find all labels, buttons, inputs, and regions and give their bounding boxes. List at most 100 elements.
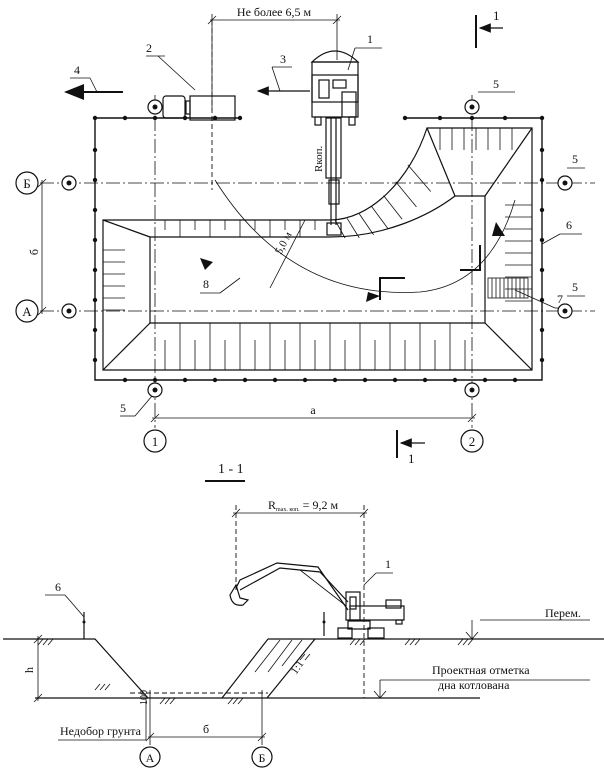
benchmark-marker: [61, 303, 77, 319]
axis-a-label: А: [22, 304, 32, 319]
section-corner: [379, 277, 405, 300]
fence-post: [539, 147, 545, 153]
dimension-max-reach: Rmax. коп.= 9,2 м: [231, 498, 369, 698]
excavator-plan: Rкоп.: [310, 50, 360, 236]
callout-5: 5: [493, 77, 499, 91]
radius-5m-label: 5,0 м: [273, 230, 295, 256]
design-level-label-2: дна котлована: [438, 678, 510, 692]
fence-post: [92, 177, 98, 183]
axis-bubble-a-section: А: [139, 746, 161, 768]
callout-6: 6: [566, 218, 572, 232]
callout-5: 5: [120, 401, 126, 415]
fence-post: [122, 115, 128, 121]
fence-post: [152, 115, 158, 121]
dimension-length-a: а: [150, 403, 477, 423]
undercut-depth-label: 100: [139, 690, 150, 705]
width-label: б: [203, 722, 209, 736]
section-title: 1 - 1: [218, 462, 244, 477]
axis-b-label: Б: [259, 751, 266, 765]
dimension-width-b-section: б: [145, 690, 267, 745]
section-mark-bottom: 1: [396, 430, 425, 466]
benchmark-marker: [557, 175, 573, 191]
axis-1-label: 1: [152, 434, 159, 449]
section-view: 1 - 1 Rmax. коп.= 9,2 м: [3, 462, 604, 768]
fence-post: [392, 377, 398, 383]
fence-post: [92, 237, 98, 243]
fence-post: [539, 115, 545, 121]
direction-arrow: [366, 292, 380, 302]
fence-post: [322, 612, 326, 636]
dimension-max-distance: Не более 6,5 м: [207, 5, 342, 190]
fence-post: [212, 377, 218, 383]
fence-post: [452, 377, 458, 383]
callout-5: 5: [572, 280, 578, 294]
level-existing: Перем.: [465, 606, 590, 640]
axis-bubble-1: 1: [143, 429, 167, 453]
axis-bubble-b-section: Б: [251, 746, 273, 768]
direction-arrow: [200, 258, 213, 270]
callout-3: 3: [280, 52, 286, 66]
callout-4: 4: [74, 63, 80, 77]
benchmark-marker: [464, 382, 480, 398]
callout-6-section: 6: [55, 580, 61, 594]
section-mark-label: 1: [408, 451, 415, 466]
benchmark-marker: [557, 303, 573, 319]
callout-1: 1: [367, 32, 373, 46]
geodetic-markers: [61, 99, 573, 398]
benchmark-marker: [147, 99, 163, 115]
fence-post: [539, 237, 545, 243]
fence: [92, 115, 545, 383]
fence-post: [539, 267, 545, 273]
fence-post: [332, 377, 338, 383]
fence-post: [362, 377, 368, 383]
fence-post: [92, 297, 98, 303]
fence-post: [92, 207, 98, 213]
callouts: 4 2 3 1 5 5 5 5 6 7 8: [70, 32, 585, 417]
plan-view: Не более 6,5 м 1: [15, 5, 595, 466]
fence-post: [272, 377, 278, 383]
depth-label: h: [22, 667, 36, 673]
fence-post: [539, 357, 545, 363]
direction-arrow: [492, 222, 505, 236]
digging-arc: [214, 179, 516, 293]
fence-post: [237, 115, 243, 121]
callout-5: 5: [572, 152, 578, 166]
fence-post: [92, 327, 98, 333]
axis-b-label: Б: [23, 176, 30, 191]
fence-post: [182, 377, 188, 383]
dimension-depth-h: h: [22, 634, 43, 703]
fence-post: [482, 377, 488, 383]
callout-2: 2: [146, 41, 152, 55]
axis-a-label: А: [146, 751, 155, 765]
axis-2-label: 2: [469, 434, 476, 449]
max-reach-label: Rmax. коп.= 9,2 м: [268, 498, 338, 513]
section-corner: [460, 245, 481, 271]
design-level-label-1: Проектная отметка: [432, 663, 530, 677]
fence-post: [152, 377, 158, 383]
callout-8: 8: [203, 277, 209, 291]
fence-post: [539, 207, 545, 213]
fence-post: [539, 297, 545, 303]
benchmark-marker: [147, 382, 163, 398]
undercut-label: Недобор грунта: [60, 724, 142, 738]
dimension-width-b: б: [27, 178, 47, 316]
fence-post: [302, 377, 308, 383]
fence-post: [402, 115, 408, 121]
dimension-max-distance-label: Не более 6,5 м: [237, 5, 312, 19]
dimension-a-label: а: [310, 403, 316, 417]
fence-post: [92, 267, 98, 273]
fence-post: [539, 327, 545, 333]
fence-post: [437, 115, 443, 121]
dump-truck-plan: [162, 95, 236, 121]
fence-post: [422, 377, 428, 383]
fence-post: [92, 115, 98, 121]
fence-post: [212, 115, 218, 121]
fence-post: [512, 377, 518, 383]
benchmark-marker: [464, 99, 480, 115]
axis-bubble-2: 2: [460, 429, 484, 453]
excavation-pit: [102, 127, 533, 371]
existing-level-label: Перем.: [545, 606, 581, 620]
benchmark-marker: [61, 175, 77, 191]
fence-post: [469, 115, 475, 121]
